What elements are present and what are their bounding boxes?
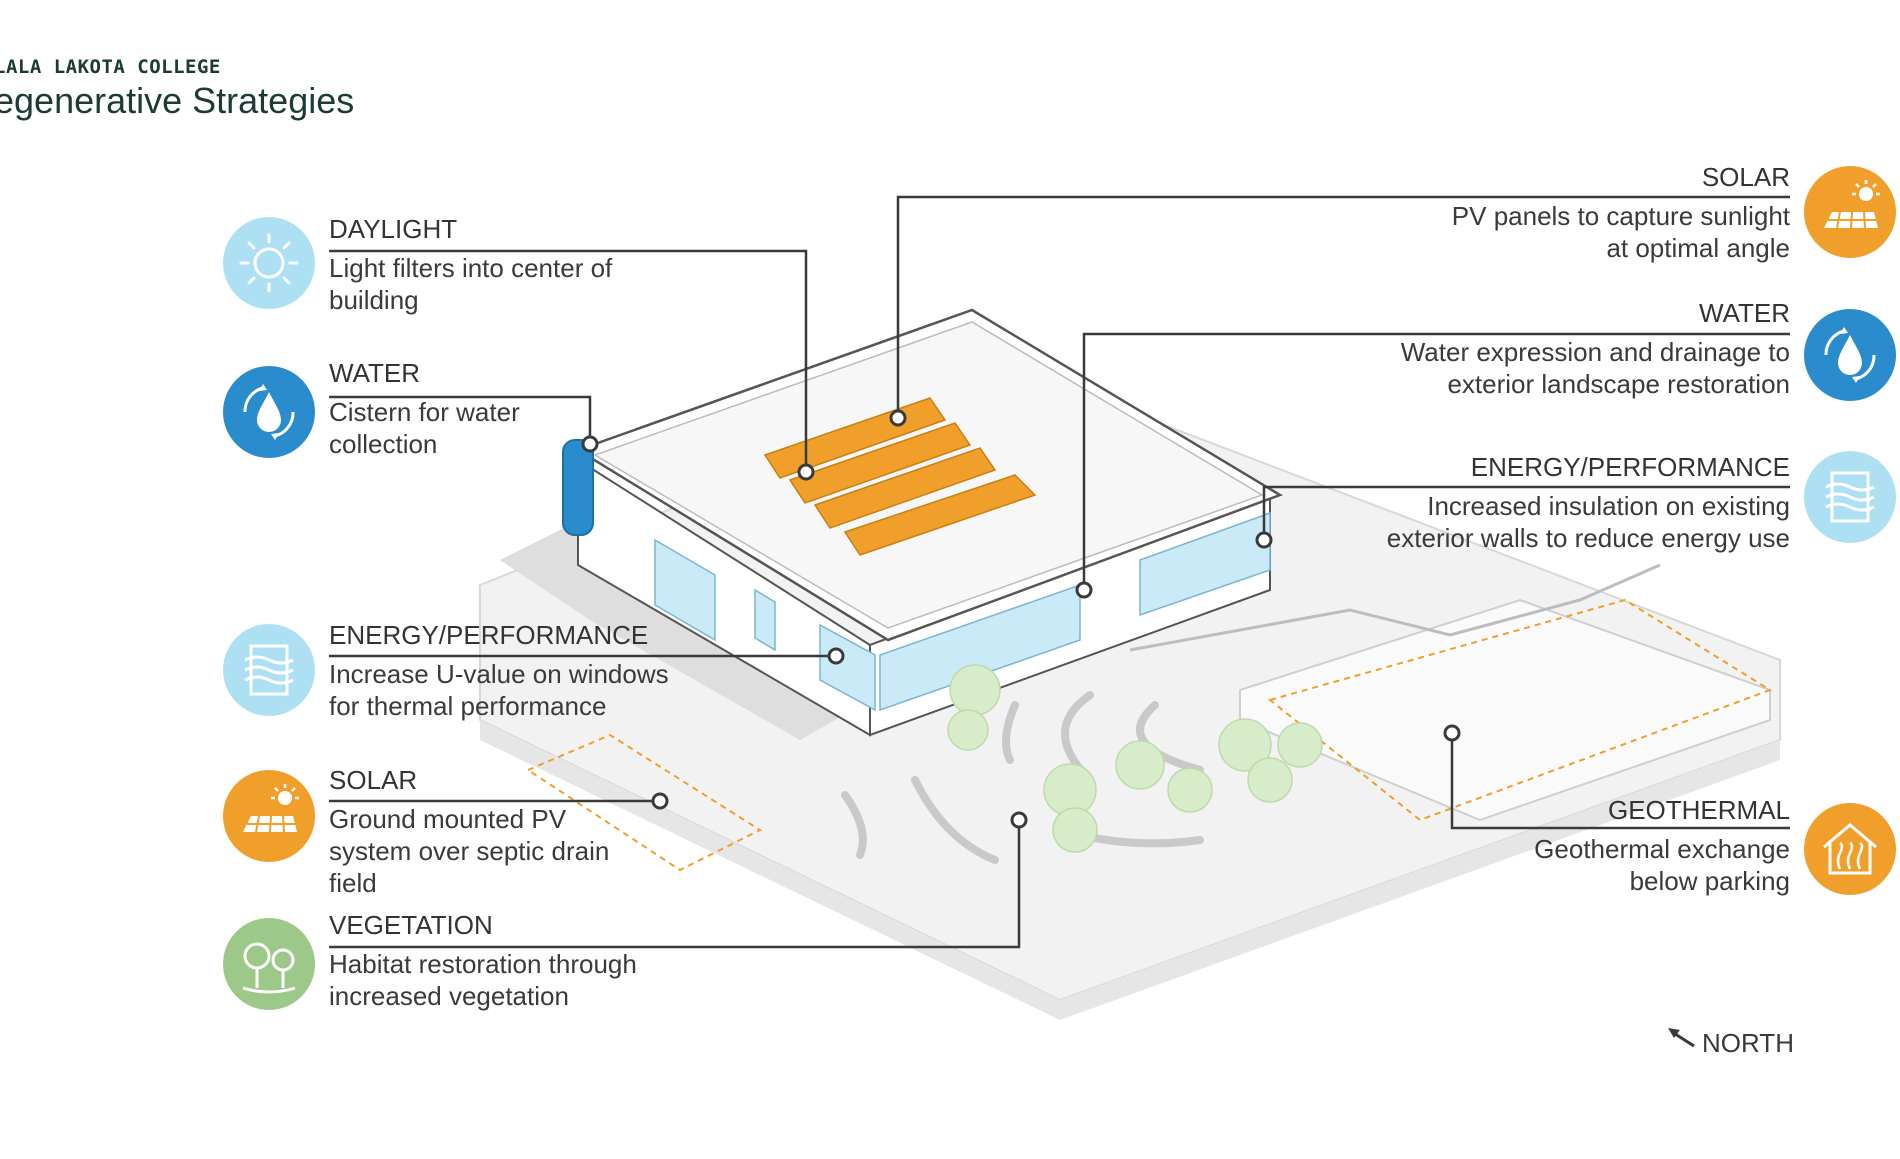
leader-water-drainage	[1082, 332, 1790, 590]
leader-water-cistern	[329, 395, 592, 444]
callout-energy-insulation-heading: ENERGY/PERFORMANCE	[1470, 452, 1790, 482]
parking-path	[1129, 563, 1661, 652]
callout-daylight-description: Light filters into center of building	[329, 253, 613, 315]
roof-pv-row-2	[788, 422, 972, 504]
insulation-icon	[1804, 451, 1896, 543]
callout-water-cistern-description: Cistern for water collection	[329, 397, 520, 459]
landscape-bench-2	[911, 776, 999, 864]
water-drop-icon	[1804, 309, 1896, 401]
callout-solar-roof-description: PV panels to capture sunlight at optimal…	[1451, 201, 1790, 263]
windows-west-2	[754, 588, 776, 652]
windows-west-3	[819, 623, 876, 712]
callout-energy-insulation-description: Increased insulation on existing exterio…	[1386, 491, 1790, 553]
leader-water-drainage-dot	[1075, 581, 1093, 599]
sun-icon	[223, 217, 315, 309]
leader-vegetation	[329, 820, 1021, 949]
callout-water-cistern-heading: WATER	[329, 358, 420, 388]
landscape-bench-1	[841, 791, 867, 859]
north-label: NORTH	[1702, 1028, 1794, 1058]
leader-daylight-dot	[797, 463, 815, 481]
trees-icon	[223, 918, 315, 1010]
college-name: LALA LAKOTA COLLEGE	[0, 56, 221, 78]
geothermal-house-icon	[1804, 803, 1896, 895]
cistern	[562, 439, 594, 536]
leader-energy-windows-dot	[827, 647, 845, 665]
leader-solar-roof	[896, 195, 1790, 418]
callout-energy-windows-description: Increase U-value on windows for thermal …	[329, 659, 669, 721]
callout-vegetation-description: Habitat restoration through increased ve…	[329, 949, 637, 1011]
callout-vegetation: VEGETATION Habitat restoration through i…	[329, 910, 669, 1012]
landscape-bench-3	[1002, 701, 1019, 764]
callout-daylight: DAYLIGHT Light filters into center of bu…	[329, 214, 669, 316]
leader-energy-insulation-dot	[1255, 531, 1273, 549]
insulation-icon	[223, 624, 315, 716]
windows-west	[654, 538, 716, 642]
callout-geothermal: GEOTHERMAL Geothermal exchange below par…	[1480, 795, 1790, 897]
callout-solar-ground-heading: SOLAR	[329, 765, 418, 795]
callout-water-drainage-heading: WATER	[1699, 298, 1790, 328]
callout-vegetation-heading: VEGETATION	[329, 910, 493, 940]
leader-geothermal	[1450, 733, 1790, 830]
callout-water-cistern: WATER Cistern for water collection	[329, 358, 589, 460]
page-title: egenerative Strategies	[0, 80, 355, 121]
windows-south-2	[1139, 511, 1271, 617]
leader-solar-ground-dot	[651, 792, 669, 810]
leader-energy-insulation	[1262, 485, 1790, 540]
leader-vegetation-dot	[1010, 811, 1028, 829]
callout-energy-windows: ENERGY/PERFORMANCE Increase U-value on w…	[329, 620, 689, 722]
callout-solar-roof-heading: SOLAR	[1701, 162, 1790, 192]
callout-geothermal-description: Geothermal exchange below parking	[1534, 834, 1790, 896]
leader-lines	[329, 195, 1790, 949]
north-arrow-icon	[1668, 1028, 1695, 1048]
callout-solar-ground-description: Ground mounted PV system over septic dra…	[329, 804, 610, 898]
solar-panel-icon	[1804, 166, 1896, 258]
leader-water-cistern-dot	[581, 435, 599, 453]
water-drop-icon	[223, 366, 315, 458]
landscape-trees	[947, 664, 1323, 853]
geothermal-zone	[1267, 598, 1773, 822]
leader-solar-roof-dot	[889, 409, 907, 427]
callout-energy-insulation: ENERGY/PERFORMANCE Increased insulation …	[1350, 452, 1790, 554]
roof-pv-row-3	[813, 447, 997, 529]
callout-water-drainage: WATER Water expression and drainage to e…	[1350, 298, 1790, 400]
callout-water-drainage-description: Water expression and drainage to exterio…	[1400, 337, 1790, 399]
building-shadow	[500, 525, 870, 740]
callout-energy-windows-heading: ENERGY/PERFORMANCE	[329, 620, 649, 650]
windows-south	[879, 583, 1081, 712]
solar-panel-icon	[223, 770, 315, 862]
callout-solar-roof: SOLAR PV panels to capture sunlight at o…	[1440, 162, 1790, 264]
septic-drain-field	[525, 733, 763, 872]
leader-daylight	[329, 249, 808, 472]
callout-daylight-heading: DAYLIGHT	[329, 214, 458, 244]
leader-geothermal-dot	[1443, 724, 1461, 742]
roof-pv-row-4	[843, 474, 1037, 556]
callout-geothermal-heading: GEOTHERMAL	[1607, 795, 1790, 825]
callout-solar-ground: SOLAR Ground mounted PV system over sept…	[329, 765, 645, 899]
